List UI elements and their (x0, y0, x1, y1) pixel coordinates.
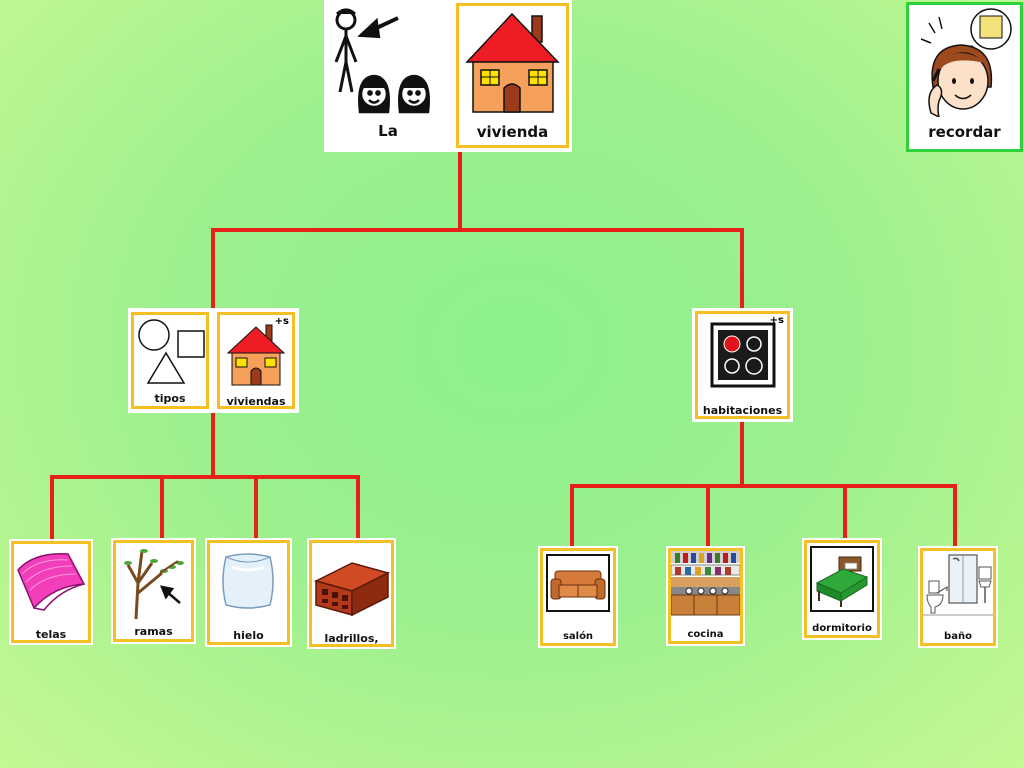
ice-cube-icon (222, 553, 274, 609)
connector-root (211, 150, 744, 312)
pictogram-vivienda: vivienda (456, 3, 569, 148)
shapes-icon (138, 319, 205, 384)
hielo-label: hielo (233, 629, 264, 642)
stove-top-icon (710, 322, 776, 388)
root-word1-label: La (378, 122, 398, 140)
pictogram-viviendas: +s viviendas (217, 312, 295, 409)
plural-mark: +s (274, 316, 289, 327)
pictogram-bano: baño (920, 548, 996, 646)
house-icon (226, 324, 286, 386)
remember-face-icon (920, 8, 1012, 117)
pictogram-recordar: recordar (906, 2, 1023, 152)
root-word2-label: vivienda (476, 123, 549, 141)
leaf-salon[interactable]: salón (538, 546, 618, 648)
ladrillos-label: ladrillos, (324, 632, 379, 645)
connector-right (570, 420, 957, 549)
dormitorio-label: dormitorio (812, 623, 872, 634)
connector-left (50, 410, 360, 543)
pictogram-tipos: tipos (131, 312, 209, 409)
pictogram-ladrillos: ladrillos, (309, 540, 394, 647)
leaf-ladrillos[interactable]: ladrillos, (307, 538, 396, 649)
tipos-label: tipos (154, 392, 186, 405)
leaf-cocina[interactable]: cocina (666, 546, 745, 646)
leaf-ramas[interactable]: ramas (111, 538, 196, 644)
pictogram-ramas: ramas (113, 540, 194, 642)
leaf-dormitorio[interactable]: dormitorio (802, 538, 882, 640)
house-icon (465, 12, 560, 113)
pictogram-cocina: cocina (668, 548, 743, 644)
leaf-hielo[interactable]: hielo (205, 538, 292, 647)
habitaciones-label: habitaciones (702, 404, 783, 417)
recordar-label: recordar (928, 123, 1001, 141)
root-node[interactable]: La vivienda (324, 0, 572, 152)
bathroom-icon (923, 554, 993, 616)
pictogram-dormitorio: dormitorio (804, 540, 880, 638)
bano-label: baño (944, 631, 972, 642)
kitchen-icon (671, 551, 740, 616)
cocina-label: cocina (687, 629, 724, 640)
pictogram-telas: telas (11, 541, 91, 643)
brick-icon (313, 562, 391, 617)
people-pointing-icon (334, 8, 430, 114)
left-branch-node[interactable]: tipos +s viviendas (128, 308, 299, 413)
pictogram-la: La (326, 2, 450, 148)
pictogram-habitaciones: +s habitaciones (695, 311, 790, 419)
fabric-icon (17, 553, 86, 611)
right-branch-node[interactable]: +s habitaciones (692, 308, 793, 422)
bed-icon (810, 546, 874, 612)
recordar-card[interactable]: recordar (906, 2, 1023, 152)
leaf-telas[interactable]: telas (9, 539, 93, 645)
leaf-bano[interactable]: baño (918, 546, 998, 648)
ramas-label: ramas (134, 625, 173, 638)
viviendas-label: viviendas (226, 395, 286, 408)
plural-mark: +s (769, 315, 784, 326)
salon-label: salón (562, 631, 594, 642)
sofa-icon (546, 554, 610, 612)
pictogram-salon: salón (540, 548, 616, 646)
branches-icon (124, 549, 184, 620)
pictogram-hielo: hielo (207, 540, 290, 645)
telas-label: telas (35, 628, 67, 641)
